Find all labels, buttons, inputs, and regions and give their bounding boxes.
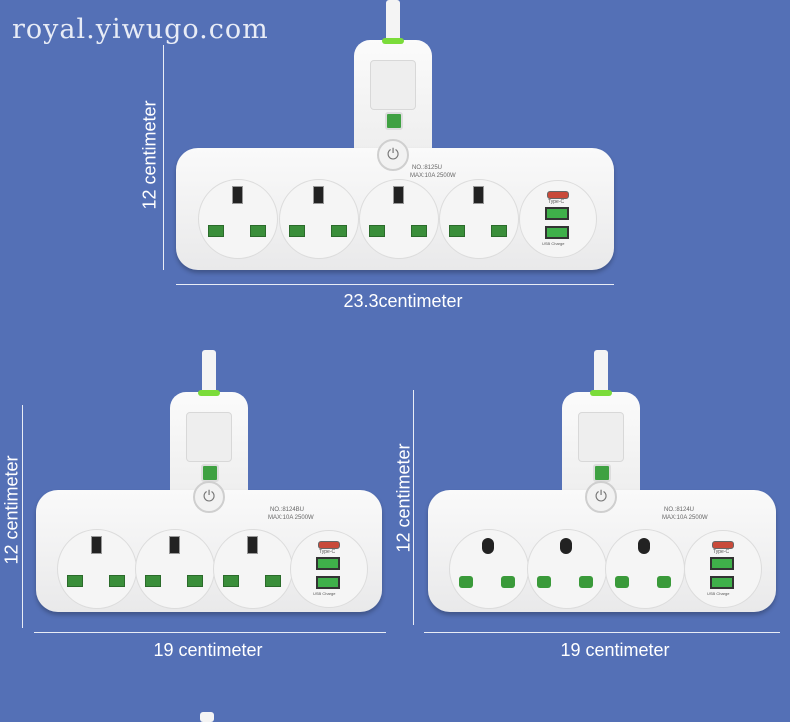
width-label: 19 centimeter (153, 640, 263, 660)
earth-hole (560, 538, 572, 554)
indicator-window (370, 60, 416, 110)
indicator-window (186, 412, 232, 462)
outlet-socket[interactable] (198, 179, 278, 259)
type-c-label: Type-C (713, 549, 730, 555)
power-cable (202, 350, 216, 396)
width-dimension-line (424, 632, 780, 633)
rating-text: MAX:10A 2500W (268, 515, 314, 521)
left-universal-slot (459, 576, 473, 588)
width-label: 23.3centimeter (343, 291, 463, 311)
live-slot (369, 225, 385, 237)
height-dimension-line (22, 405, 23, 628)
usb-a-port-2[interactable] (316, 576, 340, 589)
height-label: 12 centimeter (1, 455, 22, 565)
usb-a-port-1[interactable] (545, 207, 569, 220)
outlet-socket[interactable] (213, 529, 293, 609)
power-cable (386, 0, 400, 44)
model-number: NO.:8124U (664, 507, 695, 513)
width-label: 19 centimeter (560, 640, 670, 660)
left-universal-slot (615, 576, 629, 588)
outlet-socket[interactable] (57, 529, 137, 609)
power-switch[interactable]: ⏻ (377, 139, 409, 171)
green-cable-ring (198, 390, 220, 396)
type-c-label: Type-C (319, 549, 336, 555)
height-dimension-line (413, 390, 414, 625)
outlet-socket[interactable] (359, 179, 439, 259)
height-label: 12 centimeter (393, 443, 414, 553)
live-slot (289, 225, 305, 237)
power-switch[interactable]: ⏻ (585, 481, 617, 513)
usb-a-port-1[interactable] (710, 557, 734, 570)
model-number: NO.:8125U (412, 165, 443, 171)
next-product-cable (200, 712, 214, 722)
neutral-slot (265, 575, 281, 587)
power-icon: ⏻ (203, 488, 215, 505)
reset-button[interactable] (593, 464, 611, 482)
usb-a-port-1[interactable] (316, 557, 340, 570)
left-universal-slot (537, 576, 551, 588)
usb-a-port-2[interactable] (545, 226, 569, 239)
usb-charge-label: USB Charge (313, 591, 336, 596)
outlet-socket[interactable] (449, 529, 529, 609)
outlet-socket[interactable] (279, 179, 359, 259)
outlet-socket[interactable] (135, 529, 215, 609)
earth-slot (473, 186, 484, 204)
usb-c-port[interactable] (712, 541, 734, 549)
green-cable-ring (382, 38, 404, 44)
right-universal-slot (579, 576, 593, 588)
live-slot (67, 575, 83, 587)
usb-panel: Type-C USB Charge (684, 530, 762, 608)
green-cable-ring (590, 390, 612, 396)
height-label: 12 centimeter (139, 100, 160, 210)
neutral-slot (411, 225, 427, 237)
power-cable (594, 350, 608, 396)
neutral-slot (187, 575, 203, 587)
usb-charge-label: USB Charge (707, 591, 730, 596)
neutral-slot (250, 225, 266, 237)
power-icon: ⏻ (387, 146, 399, 163)
type-c-label: Type-C (548, 199, 565, 205)
outlet-socket[interactable] (605, 529, 685, 609)
usb-a-port-2[interactable] (710, 576, 734, 589)
usb-c-port[interactable] (547, 191, 569, 199)
outlet-socket[interactable] (527, 529, 607, 609)
reset-button[interactable] (385, 112, 403, 130)
usb-c-port[interactable] (318, 541, 340, 549)
earth-slot (232, 186, 243, 204)
right-universal-slot (657, 576, 671, 588)
indicator-window (578, 412, 624, 462)
usb-charge-label: USB Charge (542, 241, 565, 246)
rating-text: MAX:10A 2500W (410, 173, 456, 179)
earth-slot (313, 186, 324, 204)
power-icon: ⏻ (595, 488, 607, 505)
live-slot (208, 225, 224, 237)
watermark: royal.yiwugo.com (12, 14, 269, 45)
height-dimension-line (163, 45, 164, 270)
earth-slot (169, 536, 180, 554)
reset-button[interactable] (201, 464, 219, 482)
right-universal-slot (501, 576, 515, 588)
earth-hole (638, 538, 650, 554)
live-slot (145, 575, 161, 587)
rating-text: MAX:10A 2500W (662, 515, 708, 521)
neutral-slot (331, 225, 347, 237)
width-dimension-line (34, 632, 386, 633)
width-dimension-line (176, 284, 614, 285)
live-slot (223, 575, 239, 587)
earth-slot (393, 186, 404, 204)
live-slot (449, 225, 465, 237)
earth-slot (247, 536, 258, 554)
usb-panel: Type-C USB Charge (519, 180, 597, 258)
neutral-slot (491, 225, 507, 237)
earth-hole (482, 538, 494, 554)
neutral-slot (109, 575, 125, 587)
earth-slot (91, 536, 102, 554)
usb-panel: Type-C USB Charge (290, 530, 368, 608)
model-number: NO.:8124BU (270, 507, 305, 513)
power-switch[interactable]: ⏻ (193, 481, 225, 513)
outlet-socket[interactable] (439, 179, 519, 259)
